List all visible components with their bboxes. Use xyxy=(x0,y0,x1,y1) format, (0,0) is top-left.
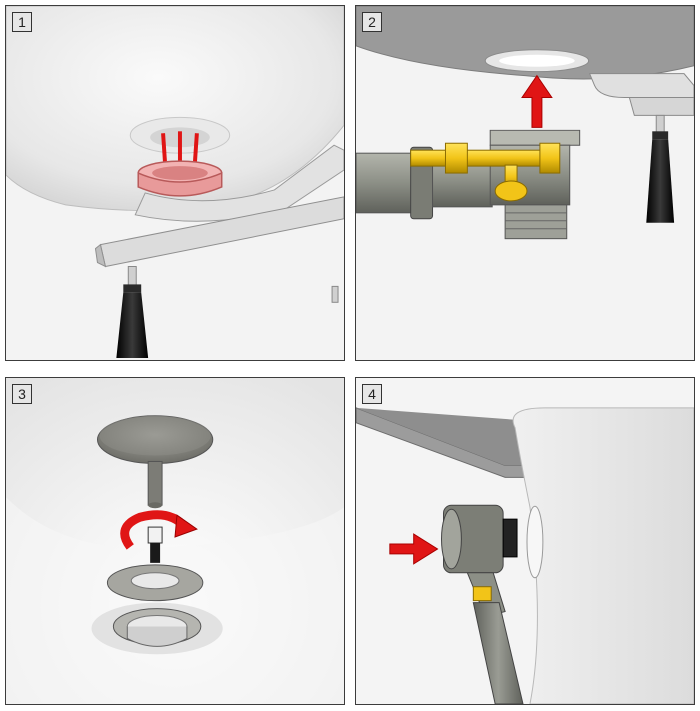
step-number-3: 3 xyxy=(12,384,32,404)
step-number-1: 1 xyxy=(12,12,32,32)
overflow-connection-illustration xyxy=(356,378,694,704)
panel-step-2: 2 xyxy=(355,5,695,361)
basin-underside-illustration xyxy=(6,6,344,360)
panel-step-4: 4 xyxy=(355,377,695,705)
step-number-2: 2 xyxy=(362,12,382,32)
step-number-4: 4 xyxy=(362,384,382,404)
drain-plug-assembly-illustration xyxy=(6,378,344,704)
drain-waste-fitting-illustration xyxy=(356,6,694,360)
panel-step-3: 3 xyxy=(5,377,345,705)
panel-step-1: 1 xyxy=(5,5,345,361)
